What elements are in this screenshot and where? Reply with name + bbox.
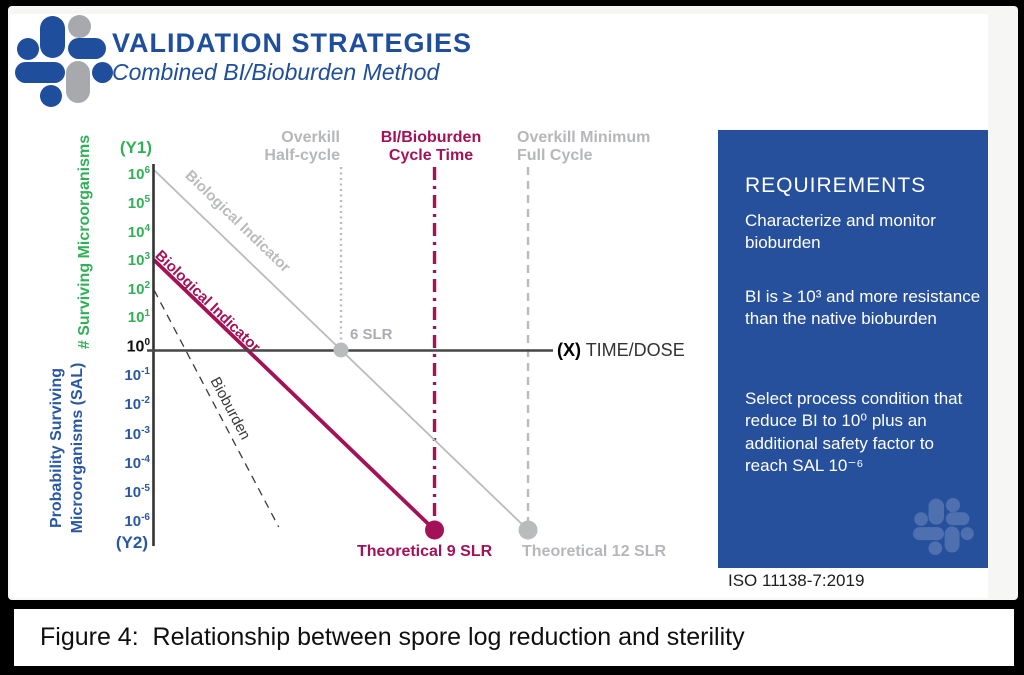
y1-bracket-label: (Y1) [119, 138, 152, 157]
annotation-theoretical-12-slr: Theoretical 12 SLR [522, 543, 667, 560]
figure-caption-box: Figure 4: Relationship between spore log… [14, 609, 1014, 666]
y2-bracket-label: (Y2) [115, 533, 148, 552]
figure-caption: Figure 4: Relationship between spore log… [40, 623, 745, 651]
slide-title: VALIDATION STRATEGIES [112, 28, 473, 58]
y-tick-10e-6: 10-6 [124, 512, 150, 531]
y-tick-10e3: 103 [127, 251, 150, 270]
y-tick-10e-5: 10-5 [124, 483, 150, 501]
marker-label-6slr: 6 SLR [350, 326, 393, 343]
y-tick-10e-3: 10-3 [124, 424, 150, 443]
requirement-item-bi-resistance: BI is ≥ 10³ and more resistance than the… [745, 287, 981, 329]
requirement-item-process-condition: Select process condition that reduce BI … [745, 389, 963, 476]
y-tick-10e5: 105 [127, 194, 150, 212]
y-tick-10e2: 102 [127, 279, 150, 298]
y-tick-10e1: 101 [127, 308, 150, 327]
y-tick-10e6: 106 [127, 165, 150, 184]
y-tick-10e-4: 10-4 [124, 453, 150, 472]
brand-logo-icon [15, 15, 113, 107]
y-tick-10e-1: 10-1 [124, 366, 150, 385]
requirements-panel: REQUIREMENTS Characterize and monitor bi… [718, 130, 988, 568]
requirements-title: REQUIREMENTS [745, 174, 927, 197]
iso-reference: ISO 11138-7:2019 [728, 571, 865, 590]
annotation-theoretical-9-slr: Theoretical 9 SLR [357, 543, 493, 560]
slide-subtitle: Combined BI/Bioburden Method [112, 59, 440, 85]
y-axis-title-probability-sal: Probability Surviving Microorganisms (SA… [48, 362, 86, 534]
watermark-logo-icon [913, 498, 974, 556]
y-axis-title-surviving-microorganisms: # Surviving Microorganisms [76, 134, 93, 350]
requirement-item-bioburden: Characterize and monitor bioburden [745, 211, 936, 253]
x-axis-label: (X) TIME/DOSE [557, 340, 685, 360]
y-tick-10e0: 100 [126, 337, 150, 356]
y-tick-10e4: 104 [127, 222, 150, 241]
y-tick-10e-2: 10-2 [124, 395, 150, 414]
